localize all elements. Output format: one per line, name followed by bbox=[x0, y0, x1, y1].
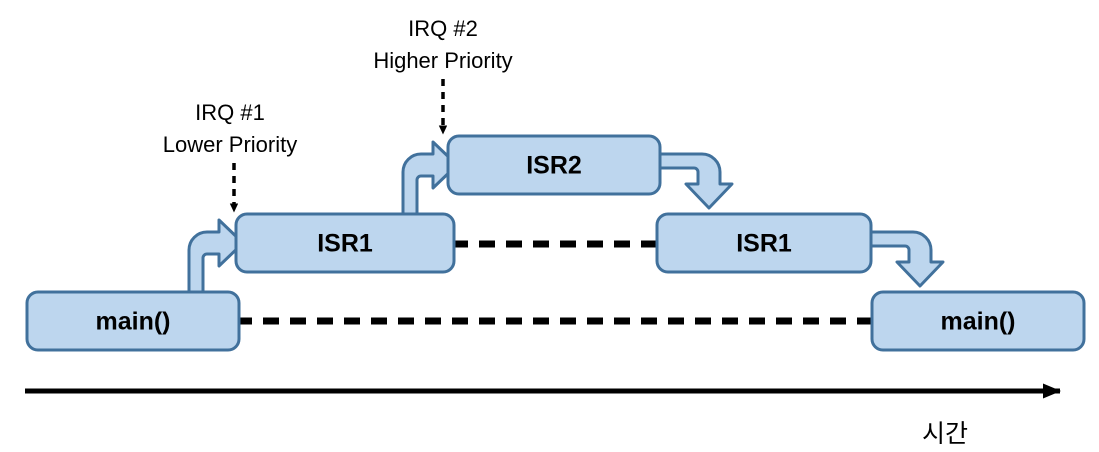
box-isr2-label: ISR2 bbox=[526, 152, 582, 180]
box-main-left-label: main() bbox=[96, 308, 171, 336]
box-main-right[interactable]: main() bbox=[870, 290, 1086, 352]
box-isr1-right[interactable]: ISR1 bbox=[655, 212, 873, 274]
block-arrow-isr1-to-main bbox=[865, 230, 945, 288]
annotation-irq2: IRQ #2 Higher Priority bbox=[373, 16, 513, 135]
annotation-irq1-line2: Lower Priority bbox=[163, 132, 297, 157]
time-axis-label: 시간 bbox=[922, 419, 968, 448]
box-main-left[interactable]: main() bbox=[25, 290, 241, 352]
annotation-irq1: IRQ #1 Lower Priority bbox=[163, 100, 297, 213]
annotation-irq1-line1: IRQ #1 bbox=[195, 100, 265, 125]
annotation-irq2-line2: Higher Priority bbox=[373, 48, 512, 73]
box-isr1-left[interactable]: ISR1 bbox=[234, 212, 456, 274]
annotation-irq2-line1: IRQ #2 bbox=[408, 16, 478, 41]
block-arrow-isr1-to-isr2 bbox=[401, 140, 459, 220]
time-axis: 시간 bbox=[25, 383, 1061, 448]
block-arrow-isr2-to-isr1 bbox=[654, 152, 734, 210]
box-isr2[interactable]: ISR2 bbox=[446, 134, 662, 196]
box-main-right-label: main() bbox=[941, 308, 1016, 336]
box-isr1-left-label: ISR1 bbox=[317, 230, 373, 258]
block-arrow-main-to-isr1 bbox=[187, 218, 245, 298]
box-isr1-right-label: ISR1 bbox=[736, 230, 792, 258]
